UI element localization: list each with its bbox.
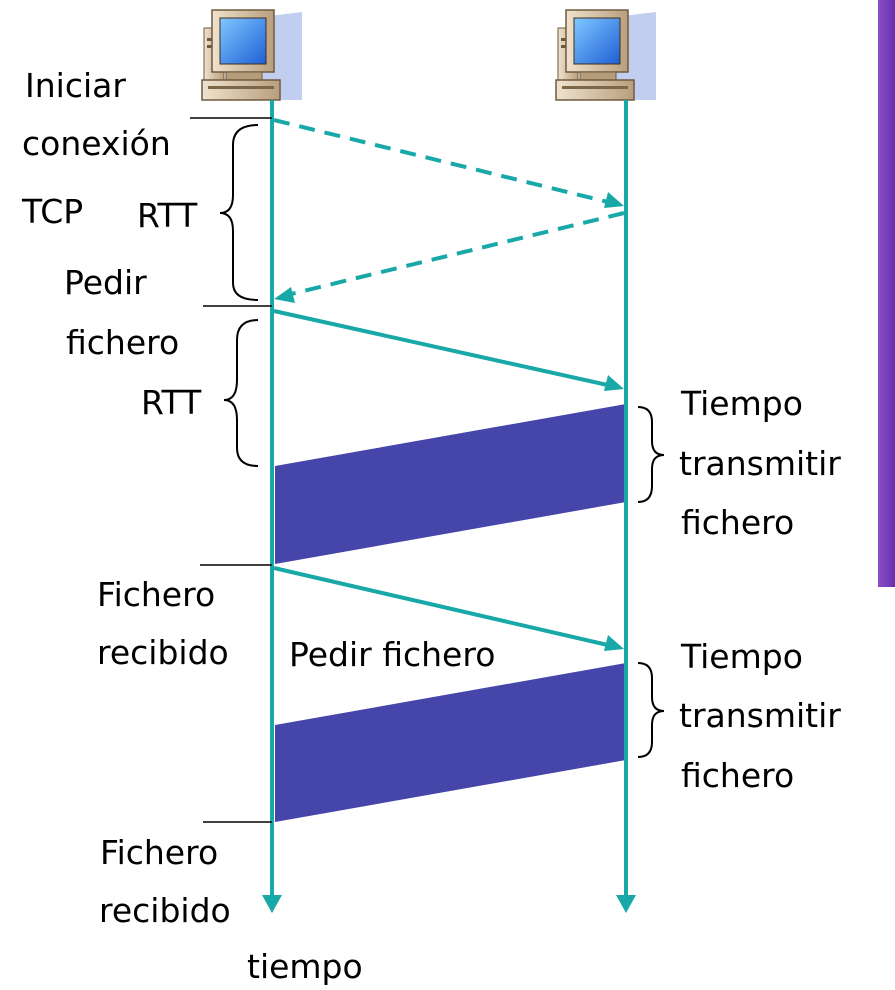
transmit-brace-2 (637, 662, 665, 758)
rtt-brace-1 (219, 124, 259, 301)
request-arrow-2 (273, 566, 613, 648)
rtt-brace-2 (223, 319, 259, 467)
time-axis-label: tiempo (247, 947, 363, 986)
syn-arrow (273, 118, 613, 205)
label-transmitir-1: transmitir (679, 444, 841, 483)
file-transfer-block-2 (275, 663, 626, 822)
client-computer-icon (201, 9, 302, 101)
server-computer-icon (555, 9, 656, 101)
label-rtt-2: RTT (141, 383, 202, 422)
label-conexion: conexión (22, 124, 171, 163)
label-tcp: TCP (22, 192, 84, 231)
transmit-brace-1 (637, 406, 665, 503)
file-transfer-block-1 (275, 404, 626, 564)
label-recibido-2: recibido (99, 891, 231, 930)
label-tiempo-2: Tiempo (681, 637, 803, 676)
server-timeline-arrowhead (616, 895, 636, 913)
label-fichero-received-2: Fichero (100, 833, 219, 872)
request-arrow-1-head (604, 375, 624, 391)
side-accent-bar (878, 0, 895, 587)
label-pedir: Pedir (64, 263, 147, 302)
label-tiempo-1: Tiempo (681, 384, 803, 423)
request-arrow-2-head (604, 635, 624, 651)
label-fichero-received-1: Fichero (97, 575, 216, 614)
label-transmitir-2: transmitir (679, 696, 841, 735)
label-rtt-1: RTT (137, 196, 198, 235)
request-arrow-1 (273, 309, 613, 388)
syn-ack-arrow-head (274, 287, 295, 303)
syn-arrow-head (604, 192, 624, 208)
label-pedir-fichero: Pedir fichero (289, 635, 496, 674)
label-iniciar: Iniciar (25, 66, 126, 105)
label-recibido-1: recibido (97, 633, 229, 672)
label-fichero-request: fichero (66, 323, 180, 362)
label-fichero-transmit-2: fichero (681, 756, 795, 795)
client-timeline-arrowhead (262, 895, 282, 913)
syn-ack-arrow (286, 211, 625, 297)
label-fichero-transmit-1: fichero (681, 503, 795, 542)
